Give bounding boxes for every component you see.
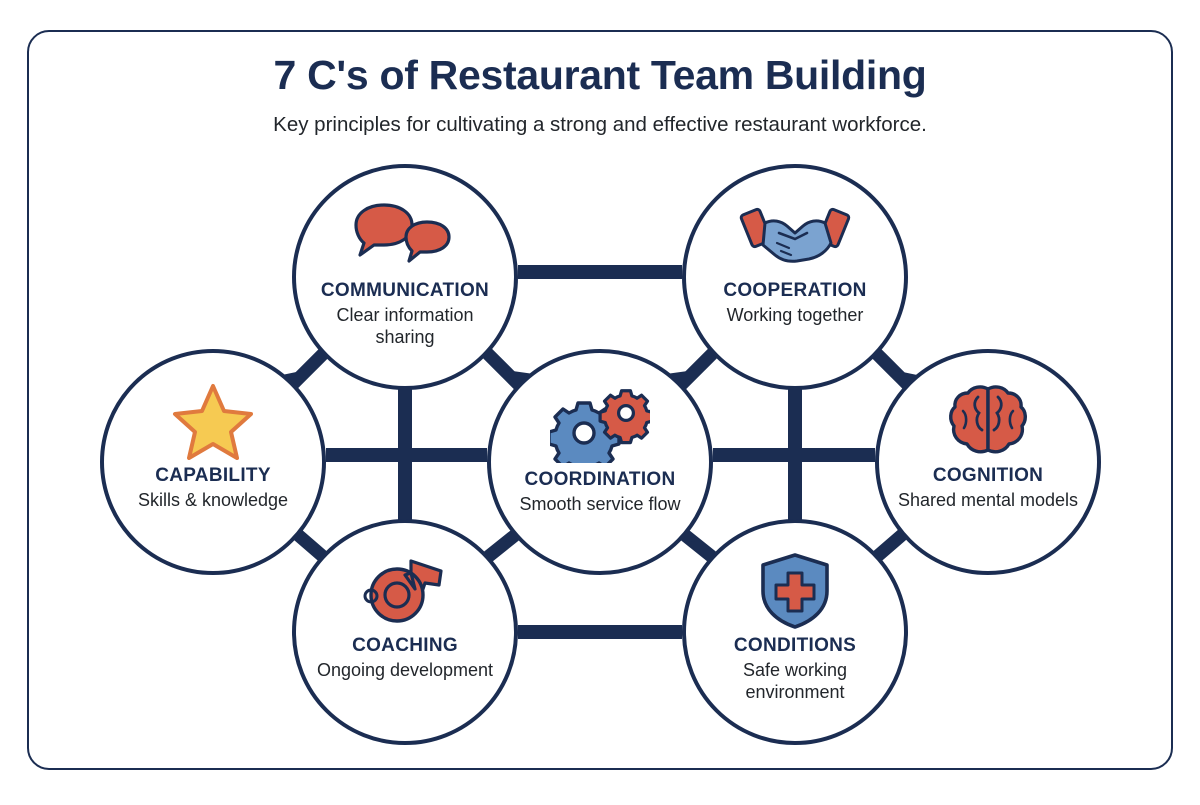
node-capability-desc: Skills & knowledge [137,489,289,510]
node-coordination[interactable]: COORDINATION Smooth service flow [487,349,713,575]
node-communication-desc: Clear information sharing [336,304,474,348]
node-coordination-desc: Smooth service flow [519,493,681,514]
node-cooperation-title: COOPERATION [723,280,867,301]
shield-cross-icon [757,553,833,629]
page-subtitle: Key principles for cultivating a strong … [273,113,927,136]
star-icon [172,383,254,460]
node-cognition-desc: Shared mental models [897,489,1079,510]
node-conditions-title: CONDITIONS [733,635,857,656]
node-communication-title: COMMUNICATION [320,280,490,301]
speech-bubbles-icon [350,198,460,274]
node-capability-title: CAPABILITY [155,465,271,486]
node-coordination-title: COORDINATION [524,469,676,490]
node-coaching-title: COACHING [352,635,458,656]
whistle-icon [355,553,455,629]
node-cognition-title: COGNITION [932,465,1044,486]
node-coaching[interactable]: COACHING Ongoing development [292,519,518,745]
node-conditions-desc: Safe working environment [742,659,848,703]
brain-icon [945,383,1031,459]
handshake-icon [739,198,851,274]
node-cooperation[interactable]: COOPERATION Working together [682,164,908,390]
node-cooperation-desc: Working together [726,304,864,325]
node-capability[interactable]: CAPABILITY Skills & knowledge [100,349,326,575]
node-cognition[interactable]: COGNITION Shared mental models [875,349,1101,575]
gears-icon [550,387,650,463]
node-coaching-desc: Ongoing development [316,659,494,680]
page-title: 7 C's of Restaurant Team Building [273,52,927,98]
node-conditions[interactable]: CONDITIONS Safe working environment [682,519,908,745]
node-communication[interactable]: COMMUNICATION Clear information sharing [292,164,518,390]
